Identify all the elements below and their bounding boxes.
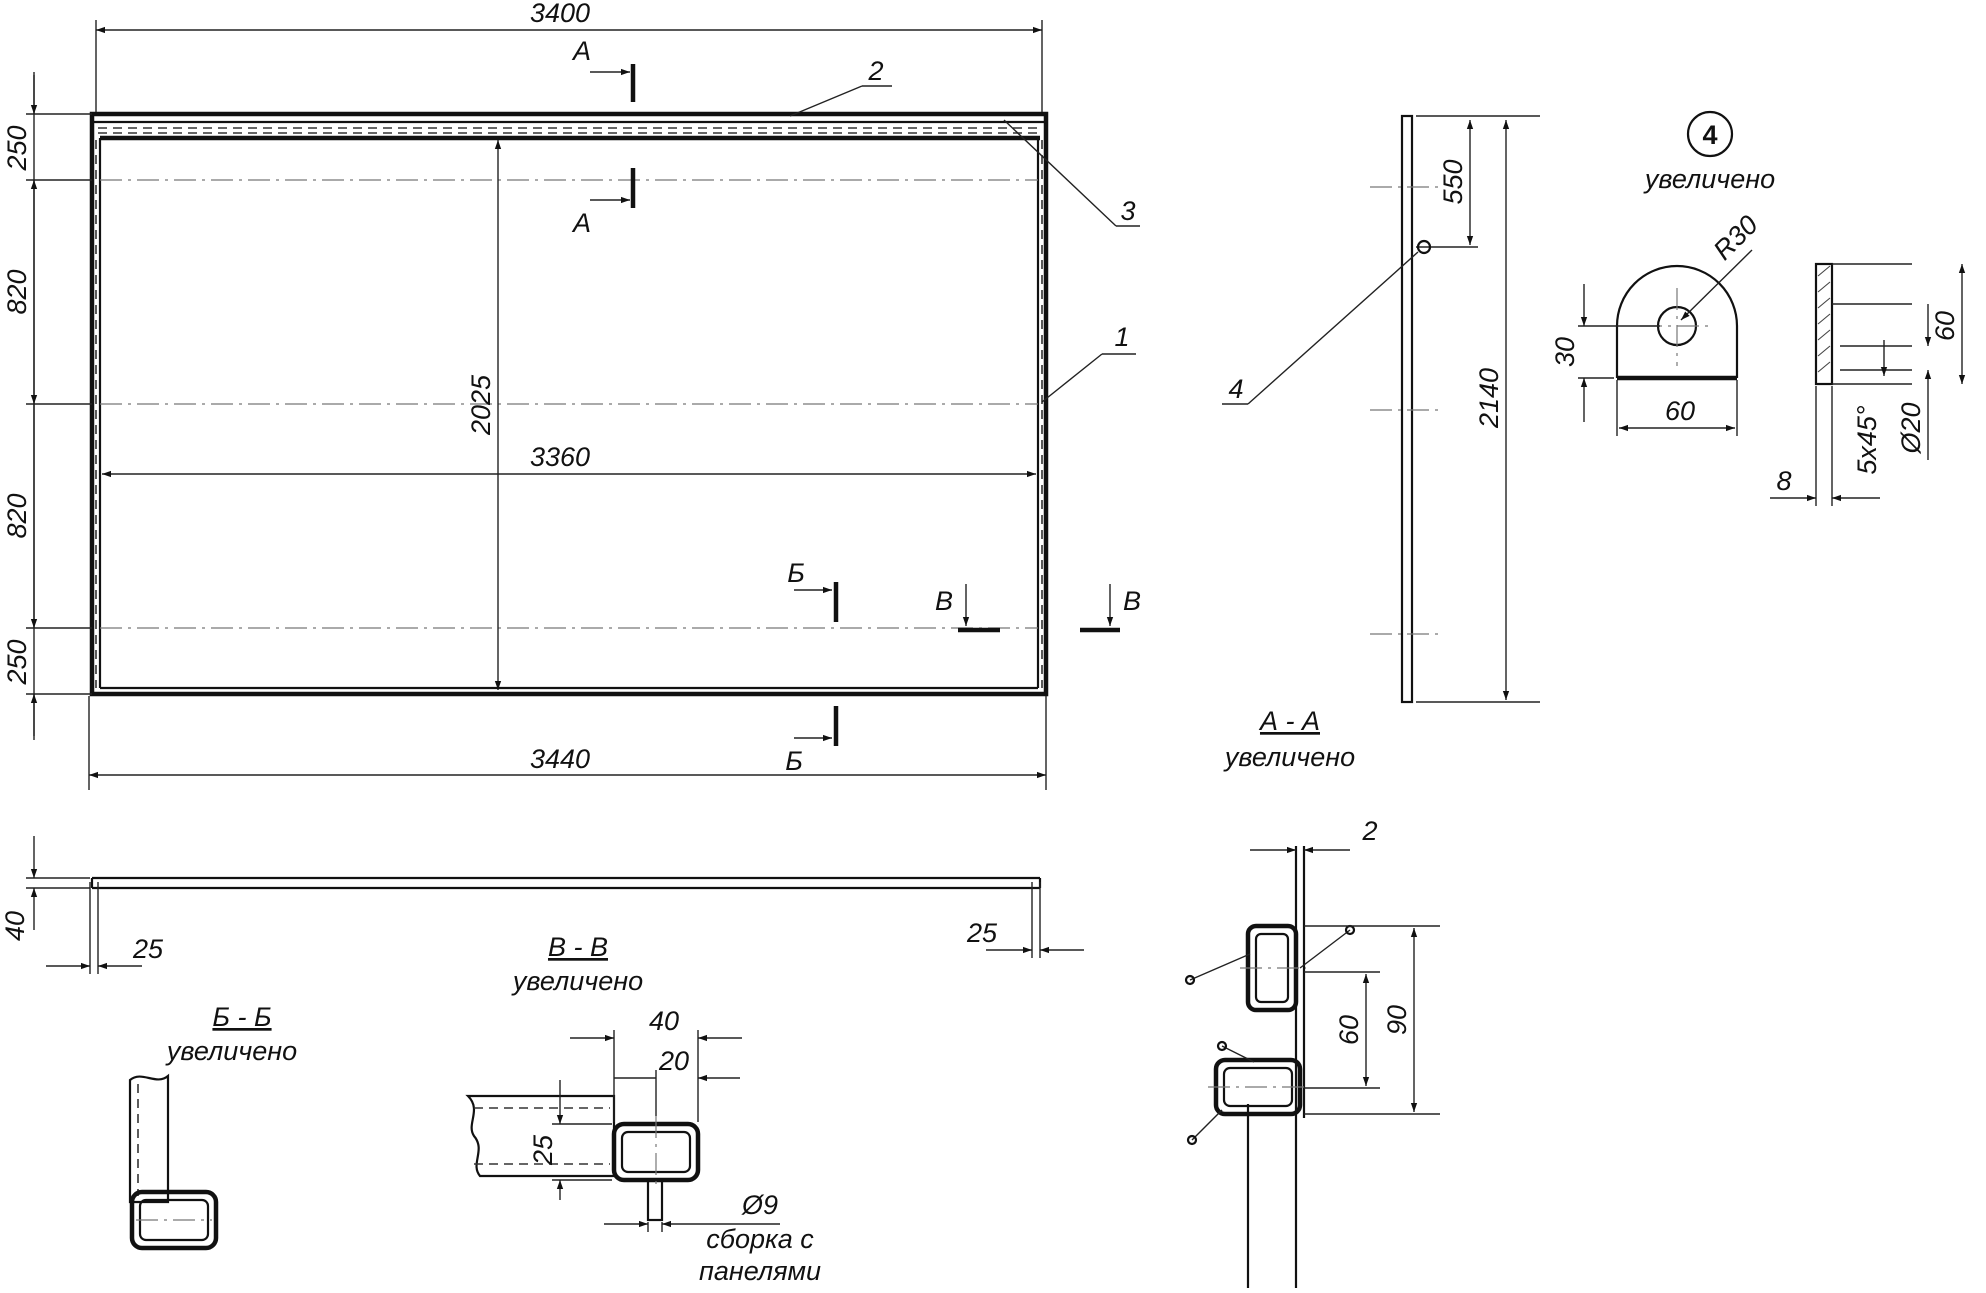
section-mark-v-left: В — [935, 586, 953, 616]
dim-8: 8 — [1776, 466, 1791, 496]
dim-3440: 3440 — [530, 744, 590, 774]
section-aa: А - А увеличено 2 60 90 — [1184, 706, 1440, 1288]
section-aa-title: А - А — [1258, 706, 1320, 736]
dim-60-height: 60 — [1930, 311, 1960, 341]
section-vv-caption: увеличено — [511, 966, 643, 996]
dim-60-width: 60 — [1665, 396, 1695, 426]
dim-chamfer: 5x45° — [1852, 405, 1882, 475]
profile-strip: 40 25 25 — [0, 836, 1084, 974]
dim-250-top: 250 — [2, 125, 32, 171]
section-mark-b-top: Б — [787, 558, 805, 588]
detail-4-marker: 4 — [1702, 120, 1717, 150]
section-vv-title: В - В — [548, 932, 608, 962]
dim-2025: 2025 — [466, 374, 496, 436]
callout-2: 2 — [867, 56, 883, 86]
dim-vv-40: 40 — [649, 1006, 679, 1036]
dim-d20: Ø20 — [1896, 402, 1926, 454]
dim-aa-60: 60 — [1334, 1015, 1364, 1045]
section-bb: Б - Б увеличено — [128, 1002, 297, 1251]
dim-2140: 2140 — [1474, 368, 1504, 429]
dim-3400: 3400 — [530, 0, 590, 28]
dim-r30: R30 — [1708, 210, 1764, 266]
dim-25-right: 25 — [966, 918, 998, 948]
dim-25-left: 25 — [132, 934, 164, 964]
frame-outline — [89, 111, 1049, 697]
section-vv: В - В увеличено 40 20 25 Ø9 сбо — [465, 932, 821, 1286]
dim-3360: 3360 — [530, 442, 590, 472]
dim-aa-2: 2 — [1361, 816, 1377, 846]
callout-3: 3 — [1120, 196, 1135, 226]
dim-820-b: 820 — [2, 493, 32, 538]
section-bb-caption: увеличено — [165, 1036, 297, 1066]
front-view: 3400 3440 3360 2025 250 820 820 250 2 — [2, 0, 1141, 790]
side-view: 2140 550 4 — [1222, 114, 1540, 704]
callout-1: 1 — [1114, 322, 1129, 352]
section-mark-b-bottom: Б — [785, 746, 803, 776]
dim-550: 550 — [1438, 159, 1468, 204]
dim-40: 40 — [0, 911, 30, 941]
section-vv-note-1: сборка с — [706, 1224, 814, 1254]
dim-30: 30 — [1550, 337, 1580, 367]
dim-820-a: 820 — [2, 269, 32, 314]
section-vv-note-2: панелями — [699, 1256, 821, 1286]
section-aa-caption: увеличено — [1223, 742, 1355, 772]
detail-4-caption: увеличено — [1643, 164, 1775, 194]
dim-vv-d9: Ø9 — [741, 1190, 778, 1220]
callout-4: 4 — [1228, 374, 1243, 404]
section-mark-v-right: В — [1123, 586, 1141, 616]
section-bb-title: Б - Б — [212, 1002, 271, 1032]
section-mark-a-top: А — [571, 36, 591, 66]
dim-vv-20: 20 — [658, 1046, 689, 1076]
dim-aa-90: 90 — [1382, 1005, 1412, 1035]
detail-4: 4 увеличено R30 30 60 — [1550, 110, 1966, 506]
dim-250-bottom: 250 — [2, 639, 32, 685]
dim-vv-25: 25 — [528, 1134, 558, 1166]
section-mark-a-bottom: А — [571, 208, 591, 238]
